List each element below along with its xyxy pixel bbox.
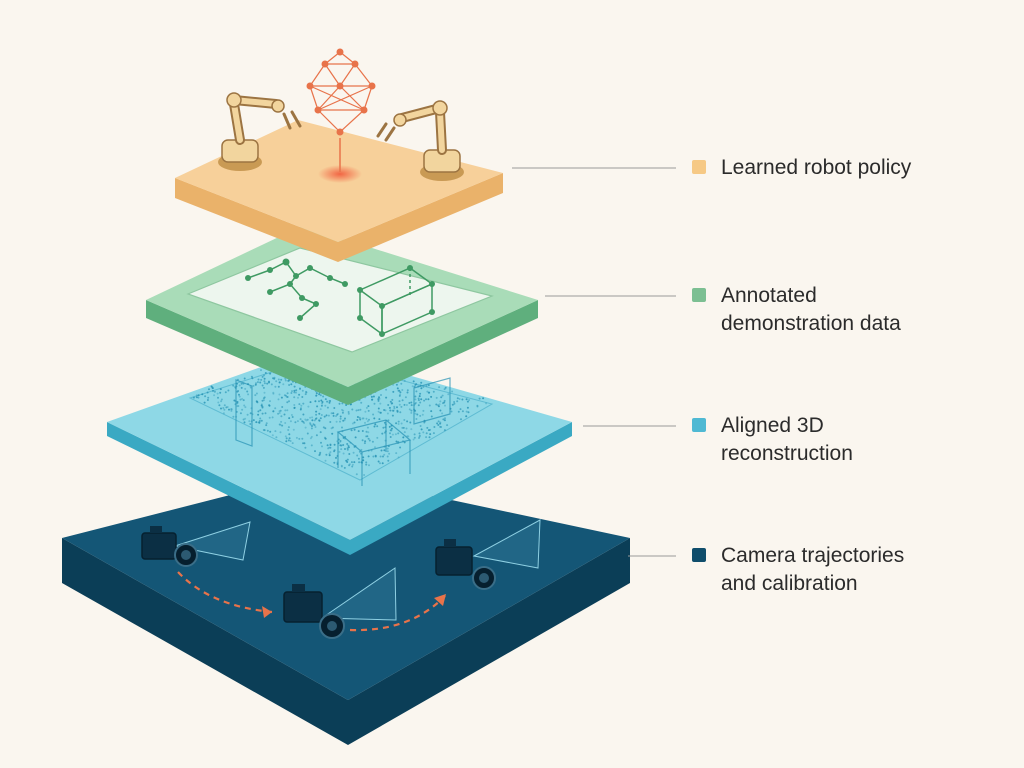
neural-network-icon: [309, 51, 373, 133]
legend-item-policy: Learned robot policy: [692, 154, 911, 182]
legend-label: Learned robot policy: [721, 156, 912, 179]
legend-swatch: [692, 548, 706, 562]
reconstruction-layer: [107, 348, 572, 555]
robot-arm-icon: [376, 100, 464, 181]
camera-icon: [283, 567, 397, 639]
robot-arm-icon: [218, 92, 302, 171]
camera-icon: [141, 521, 251, 567]
legend-item-camera: Camera trajectories and calibration: [692, 542, 904, 598]
legend-label: Aligned 3D reconstruction: [721, 414, 853, 465]
legend-swatch: [692, 160, 706, 174]
policy-layer: [175, 48, 503, 262]
trajectory-arrow-icon: [177, 571, 446, 632]
legend-swatch: [692, 288, 706, 302]
camera-layer: [62, 472, 630, 745]
legend-label: Camera trajectories and calibration: [721, 544, 905, 595]
connector-lines: [512, 167, 676, 557]
legend-item-reconstruction: Aligned 3D reconstruction: [692, 412, 853, 468]
legend-swatch: [692, 418, 706, 432]
annotated-layer: [146, 226, 538, 405]
camera-icon: [435, 519, 541, 590]
legend-label: Annotated demonstration data: [721, 284, 901, 335]
legend-item-annotated: Annotated demonstration data: [692, 282, 901, 338]
